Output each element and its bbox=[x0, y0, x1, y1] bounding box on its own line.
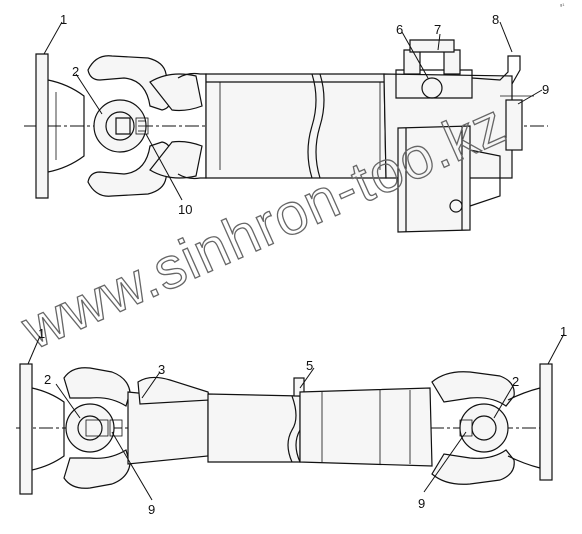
callout-bottom-1-left: 1 bbox=[38, 326, 45, 341]
bottom-left-flange bbox=[19, 363, 33, 495]
top-grease-fitting bbox=[449, 199, 463, 213]
top-left-flange bbox=[35, 53, 49, 199]
bottom-tube-break bbox=[287, 395, 297, 463]
callout-bottom-3: 3 bbox=[158, 362, 165, 377]
callout-top-8: 8 bbox=[492, 12, 499, 27]
callout-top-6: 6 bbox=[396, 22, 403, 37]
bottom-left-bearing-retainer bbox=[109, 419, 123, 437]
bottom-grease-fitting bbox=[293, 377, 305, 397]
top-tube-break bbox=[307, 73, 317, 179]
bottom-right-bearing-retainer bbox=[459, 419, 473, 437]
corner-code: g1 bbox=[560, 2, 565, 7]
top-bearing-retainer bbox=[135, 117, 149, 135]
bottom-shaft-tube bbox=[207, 393, 301, 463]
callout-bottom-5: 5 bbox=[306, 358, 313, 373]
top-mount-bracket bbox=[471, 55, 521, 85]
top-lower-tube bbox=[397, 125, 471, 233]
bottom-left-u-joint bbox=[65, 403, 115, 453]
bottom-right-yoke-upper bbox=[431, 371, 515, 407]
bottom-right-tube bbox=[299, 387, 433, 467]
bottom-right-u-joint bbox=[459, 403, 509, 453]
callout-bottom-2-left: 2 bbox=[44, 372, 51, 387]
callout-top-2: 2 bbox=[72, 64, 79, 79]
callout-top-7: 7 bbox=[434, 22, 441, 37]
bottom-right-flange bbox=[539, 363, 553, 481]
bottom-drive-shaft-assembly: 1 2 3 5 2 1 9 9 bbox=[16, 324, 567, 517]
top-bearing-support bbox=[409, 39, 455, 53]
callout-top-9: 9 bbox=[542, 82, 549, 97]
callout-bottom-9-right: 9 bbox=[418, 496, 425, 511]
callout-bottom-9-left: 9 bbox=[148, 502, 155, 517]
top-drive-shaft-assembly: 1 2 6 7 8 9 10 bbox=[24, 12, 549, 233]
callout-top-1: 1 bbox=[60, 12, 67, 27]
top-flange-hub bbox=[47, 79, 85, 173]
bottom-left-yoke-lower bbox=[63, 449, 131, 489]
bottom-right-yoke-lower bbox=[431, 449, 515, 485]
callout-bottom-1-right: 1 bbox=[560, 324, 567, 339]
top-right-flange bbox=[505, 99, 523, 151]
callout-top-10: 10 bbox=[178, 202, 192, 217]
bottom-left-yoke-upper bbox=[63, 367, 131, 407]
callout-bottom-2-right: 2 bbox=[512, 374, 519, 389]
